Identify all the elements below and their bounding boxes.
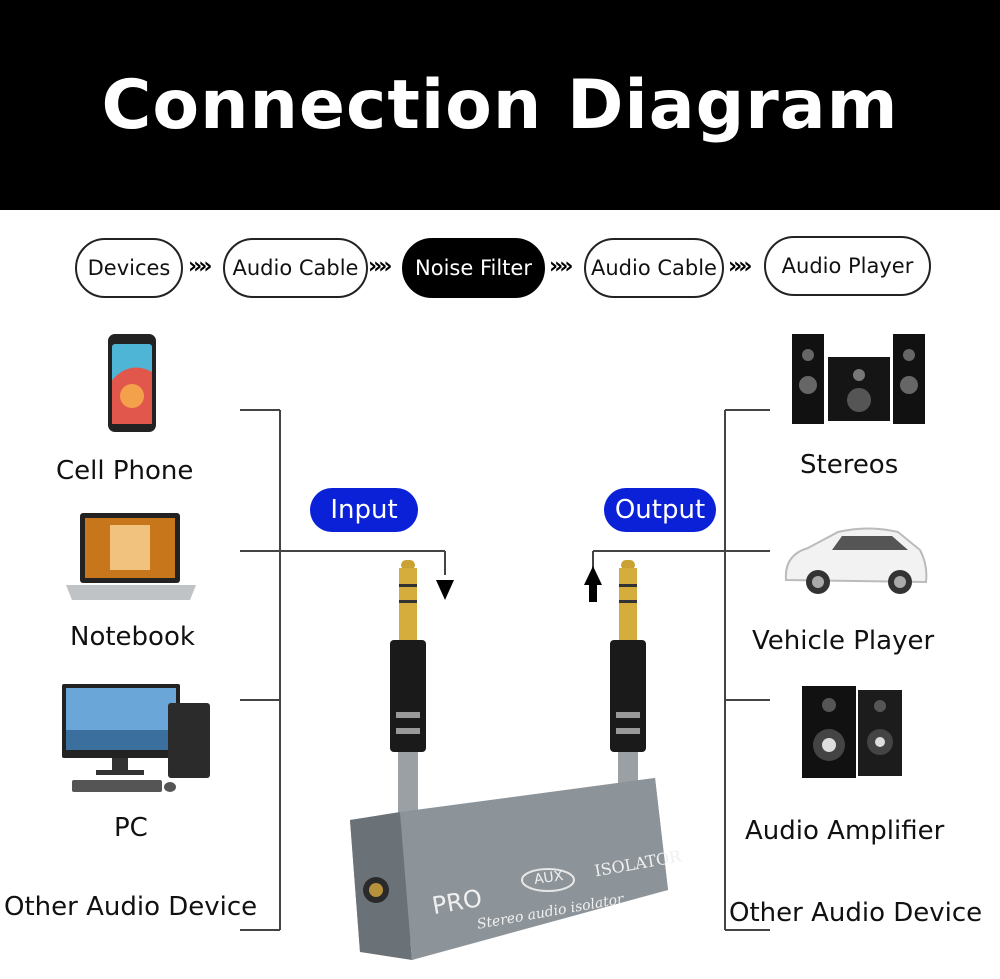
flow-step-noise-filter: Noise Filter — [402, 238, 545, 298]
output-arrow-icon — [584, 566, 602, 585]
output-device-label: Other Audio Device — [729, 898, 983, 928]
header-banner: Connection Diagram — [0, 0, 1000, 210]
isolator-device — [350, 778, 668, 960]
output-device-label: Vehicle Player — [752, 626, 935, 656]
stereos-icon — [792, 334, 925, 424]
vehicle-icon — [784, 527, 928, 594]
output-jack-plug — [610, 560, 646, 800]
flow-step-audio-cable-out: Audio Cable — [584, 238, 724, 298]
output-tag: Output — [604, 488, 716, 532]
flow-step-audio-cable-in: Audio Cable — [223, 238, 368, 298]
input-device-label: Notebook — [70, 622, 195, 652]
output-device-label: Audio Amplifier — [745, 816, 945, 846]
output-device-label: Stereos — [800, 450, 899, 480]
input-device-label: Other Audio Device — [4, 892, 258, 922]
audio-amplifier-icon — [802, 686, 902, 778]
pc-icon — [62, 684, 210, 792]
input-tag: Input — [310, 488, 418, 532]
page-title: Connection Diagram — [101, 65, 899, 145]
input-device-label: Cell Phone — [56, 456, 194, 486]
notebook-icon — [66, 513, 196, 600]
flow-step-audio-player: Audio Player — [764, 236, 931, 296]
flow-step-devices: Devices — [75, 238, 183, 298]
input-bracket-lines — [240, 409, 446, 931]
input-arrow-icon — [436, 580, 454, 600]
input-device-label: PC — [114, 813, 148, 843]
cell-phone-icon — [108, 334, 156, 432]
output-bracket-lines — [592, 409, 770, 931]
input-jack-plug — [390, 560, 426, 812]
